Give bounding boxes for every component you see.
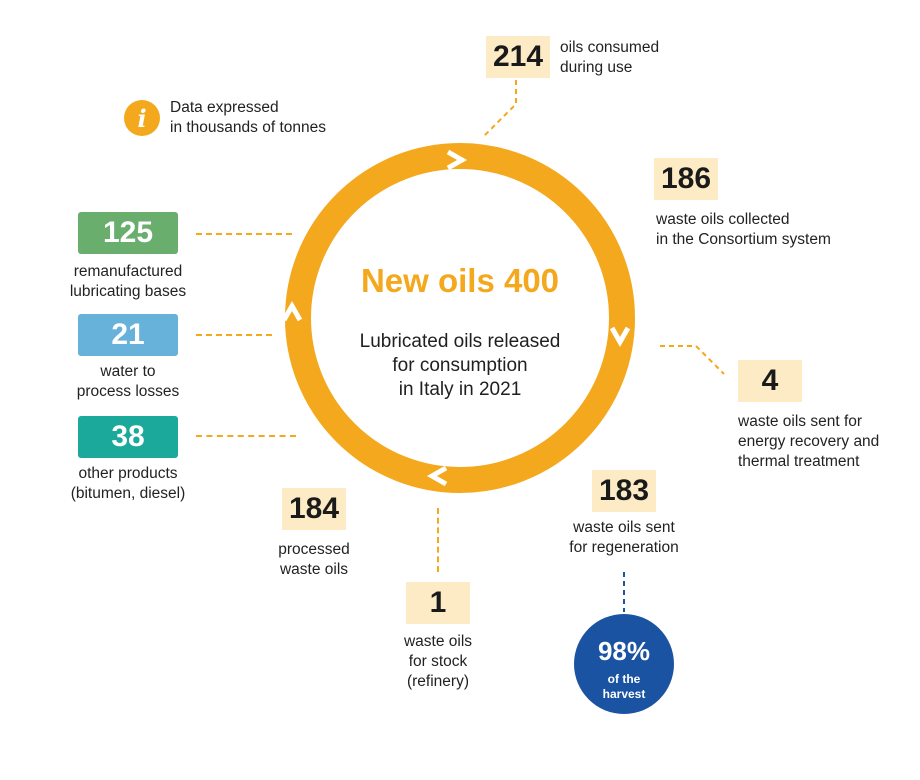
water-connector — [196, 334, 272, 336]
water-badge: 21 — [78, 314, 178, 356]
consumed-label: oils consumed during use — [560, 38, 659, 78]
collected-line2: in the Consortium system — [656, 231, 831, 248]
energy-label: waste oils sent for energy recovery and … — [738, 412, 879, 472]
energy-line2: energy recovery and — [738, 433, 880, 450]
center-line2: for consumption — [392, 355, 528, 376]
ring-chevron-right — [609, 326, 631, 348]
ring-chevron-left — [281, 300, 303, 322]
regeneration-line2: for regeneration — [569, 539, 679, 556]
stock-line1: waste oils — [403, 633, 473, 650]
info-text-line1: Data expressed — [170, 99, 279, 116]
collected-label: waste oils collected in the Consortium s… — [656, 210, 831, 250]
collected-badge: 186 — [654, 158, 718, 200]
bases-label: remanufactured lubricating bases — [44, 262, 212, 302]
stock-line2: for stock — [408, 653, 468, 670]
harvest-circle: 98% of the harvest — [574, 614, 674, 714]
energy-badge: 4 — [738, 360, 802, 402]
consumed-line1: oils consumed — [560, 39, 660, 56]
other-label: other products (bitumen, diesel) — [52, 464, 204, 504]
info-text: Data expressed in thousands of tonnes — [170, 98, 326, 138]
energy-line1: waste oils sent for — [738, 413, 863, 430]
regeneration-badge: 183 — [592, 470, 656, 512]
regeneration-line1: waste oils sent — [573, 519, 675, 536]
stock-label: waste oils for stock (refinery) — [388, 632, 488, 692]
water-line2: process losses — [76, 383, 180, 400]
center-subtitle: Lubricated oils released for consumption… — [310, 330, 610, 402]
info-text-line2: in thousands of tonnes — [170, 119, 326, 136]
other-badge: 38 — [78, 416, 178, 458]
regeneration-label: waste oils sent for regeneration — [554, 518, 694, 558]
processed-line1: processed — [278, 541, 350, 558]
consumed-badge: 214 — [486, 36, 550, 78]
stock-connector — [437, 508, 439, 572]
bases-line2: lubricating bases — [69, 283, 187, 300]
other-line2: (bitumen, diesel) — [70, 485, 186, 502]
bases-badge: 125 — [78, 212, 178, 254]
stock-line3: (refinery) — [406, 673, 469, 690]
bases-line1: remanufactured — [73, 263, 183, 280]
ring-chevron-top — [446, 149, 468, 171]
water-label: water to process losses — [60, 362, 196, 402]
other-line1: other products — [78, 465, 178, 482]
collected-line1: waste oils collected — [656, 211, 790, 228]
center-line1: Lubricated oils released — [359, 331, 561, 352]
processed-line2: waste oils — [279, 561, 349, 578]
energy-line3: thermal treatment — [738, 453, 860, 470]
stock-badge: 1 — [406, 582, 470, 624]
info-icon: i — [124, 100, 160, 136]
other-connector — [196, 435, 296, 437]
bases-connector — [196, 233, 292, 235]
center-line3: in Italy in 2021 — [398, 379, 522, 400]
consumed-line2: during use — [560, 59, 633, 76]
harvest-line2: harvest — [602, 687, 646, 701]
processed-badge: 184 — [282, 488, 346, 530]
harvest-percent: 98% — [597, 636, 651, 666]
water-line1: water to — [100, 363, 156, 380]
harvest-text: of the harvest — [574, 672, 674, 702]
harvest-line1: of the — [607, 672, 641, 686]
center-title: New oils 400 — [360, 262, 560, 299]
ring-chevron-bottom — [426, 465, 448, 487]
processed-label: processed waste oils — [254, 540, 374, 580]
